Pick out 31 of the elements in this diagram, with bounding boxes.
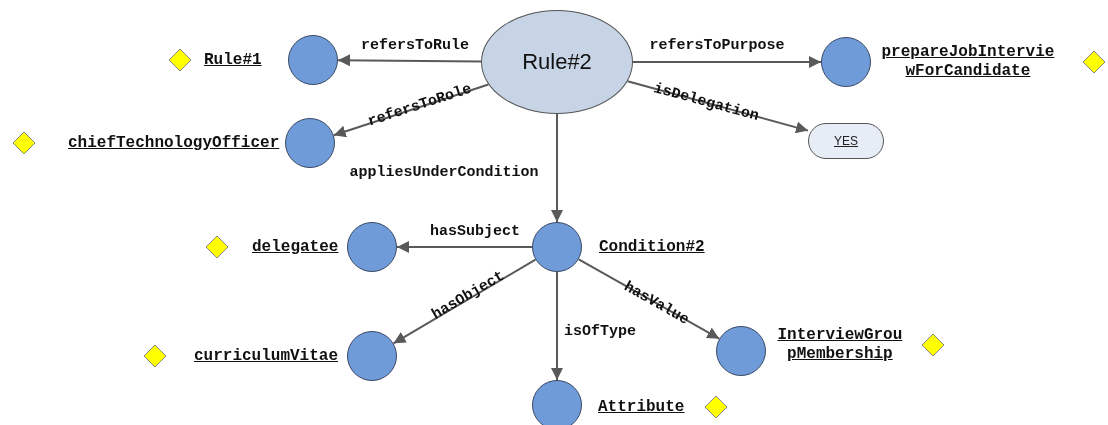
arrow — [337, 54, 482, 67]
resource-circle — [347, 331, 397, 381]
resource-name: Attribute — [598, 397, 685, 417]
edge-label: hasSubject — [429, 224, 521, 240]
rule-ellipse: Rule#2 — [481, 10, 633, 114]
arrow — [551, 271, 563, 381]
resource-name: delegatee — [252, 237, 339, 257]
arrow — [577, 258, 721, 340]
resource-circle — [716, 326, 766, 376]
arrow — [392, 258, 537, 345]
arrow — [626, 80, 809, 134]
resource-name: Rule#1 — [204, 50, 262, 70]
resource-name: Condition#2 — [599, 237, 705, 257]
arrow — [396, 241, 533, 253]
arrow — [632, 56, 822, 68]
resource-name: prepareJobInterviewForCandidate — [881, 43, 1055, 81]
resource-circle — [532, 380, 582, 425]
resource-name: curriculumVitae — [194, 346, 339, 366]
resource-name: chiefTechnologyOfficer — [68, 133, 280, 153]
resource-circle — [285, 118, 335, 168]
resource-name: InterviewGroupMembership — [777, 326, 903, 364]
resource-circle — [347, 222, 397, 272]
value-pill: YES — [808, 123, 884, 159]
edge-label: refersToPurpose — [648, 38, 786, 54]
resource-circle — [532, 222, 582, 272]
edge-label: appliesUnderCondition — [348, 165, 540, 181]
arrow — [551, 113, 563, 223]
edge-label: isOfType — [563, 324, 637, 340]
resource-circle — [821, 37, 871, 87]
arrow — [332, 83, 490, 138]
resource-circle — [288, 35, 338, 85]
